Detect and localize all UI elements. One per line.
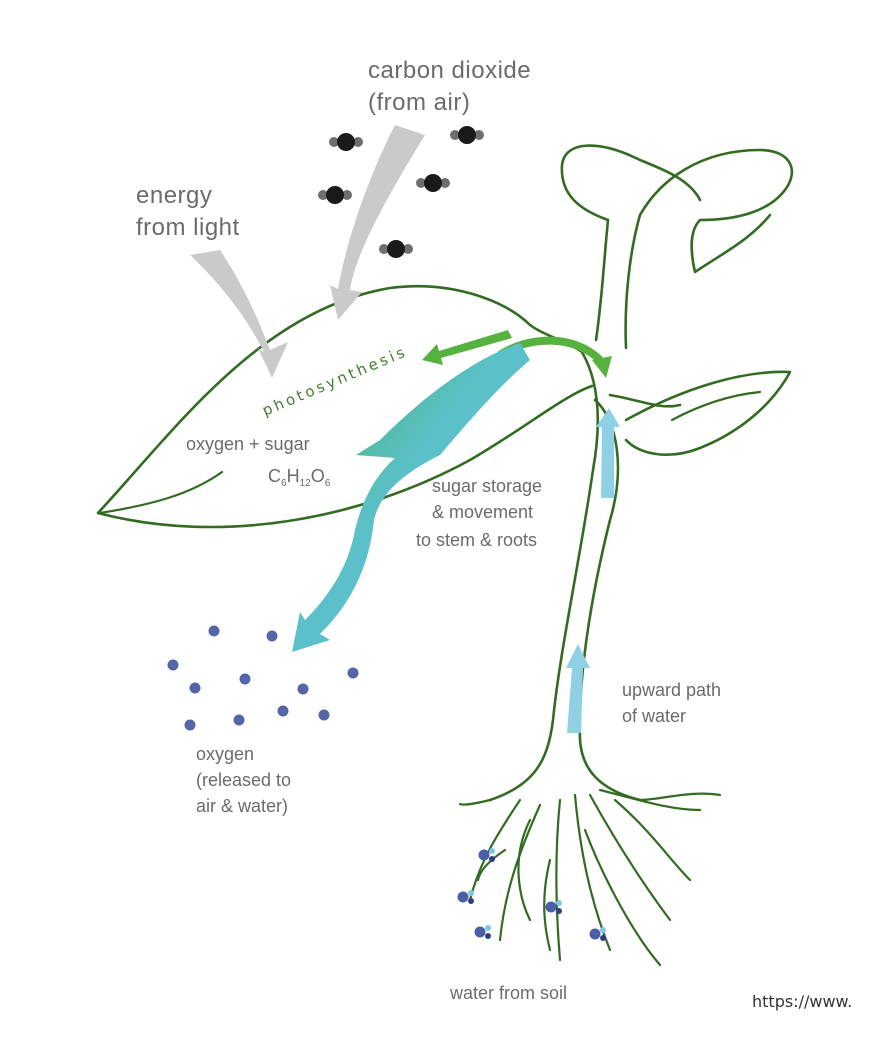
roots (458, 788, 722, 967)
water-arrow-lower (566, 644, 590, 733)
water-arrow-upper (596, 408, 620, 498)
side-leaf-vein (670, 390, 762, 422)
oxygen-dot (189, 682, 201, 694)
oxygen-dot (239, 673, 251, 685)
oxygen-dot (266, 630, 278, 642)
upper-stem (594, 213, 682, 408)
oxygen-label-line1: oxygen (196, 744, 254, 764)
water-droplet (478, 848, 495, 862)
oxygen-dots (167, 625, 359, 731)
top-leaf-right (638, 148, 794, 274)
oxygen-dot (318, 709, 330, 721)
co2-molecule (329, 133, 363, 151)
co2-molecule (450, 126, 484, 144)
upward-label-line2: of water (622, 706, 686, 726)
water-arrows (566, 408, 620, 733)
sugar-label-line2: & movement (432, 502, 533, 522)
co2-molecule (318, 186, 352, 204)
water-droplets (457, 848, 606, 941)
co2-arrow (330, 125, 425, 320)
co2-molecules (318, 126, 484, 258)
co2-label-line1: carbon dioxide (368, 57, 531, 84)
water-droplet (589, 927, 606, 941)
top-leaf-left (560, 144, 702, 222)
side-leaf (624, 370, 792, 456)
water-soil-label: water from soil (449, 983, 567, 1003)
light-arrow (190, 250, 288, 378)
oxygen-arrow (292, 343, 530, 652)
water-droplet (545, 900, 562, 914)
glucose-formula: C6H12O6 (268, 466, 331, 489)
source-url[interactable]: https://www. (752, 992, 852, 1011)
oxygen-dot (347, 667, 359, 679)
oxygen-dot (297, 683, 309, 695)
leaf-vein (98, 470, 224, 515)
oxygen-dot (208, 625, 220, 637)
oxygen-dot (167, 659, 179, 671)
water-droplet (457, 890, 474, 904)
oxygen-sugar-label: oxygen + sugar (186, 434, 310, 454)
oxygen-label-line3: air & water) (196, 796, 288, 816)
sugar-label-line3: to stem & roots (416, 530, 537, 550)
sugar-label-line1: sugar storage (432, 476, 542, 496)
stem-right (578, 398, 642, 802)
co2-label-line2: (from air) (368, 89, 470, 116)
stem-left (488, 350, 600, 802)
upward-label-line1: upward path (622, 680, 721, 700)
energy-label-line2: from light (136, 214, 240, 241)
oxygen-label-line2: (released to (196, 770, 291, 790)
co2-molecule (379, 240, 413, 258)
energy-label-line1: energy (136, 182, 212, 209)
main-leaf (96, 284, 594, 529)
water-droplet (474, 925, 491, 939)
co2-molecule (416, 174, 450, 192)
plant-illustration (96, 144, 794, 967)
oxygen-dot (184, 719, 196, 731)
oxygen-dot (277, 705, 289, 717)
oxygen-dot (233, 714, 245, 726)
